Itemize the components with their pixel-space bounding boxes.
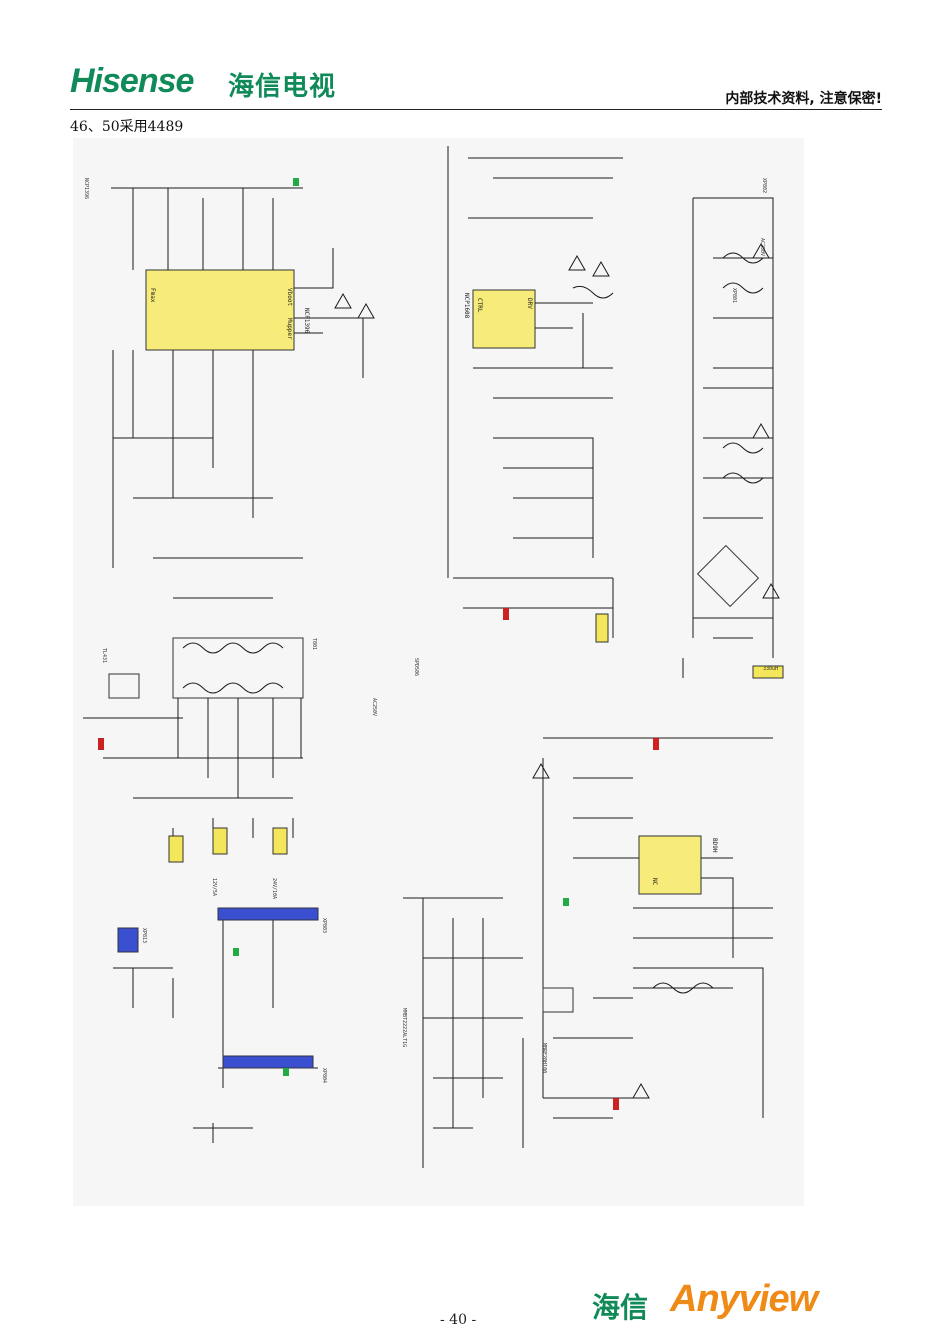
label-12v-box	[212, 827, 228, 855]
page-number: - 40 -	[440, 1312, 477, 1328]
connector-xp802	[217, 907, 319, 921]
schematic-label: AC250V	[759, 238, 765, 256]
schematic-label: 12V/5A	[211, 878, 217, 896]
footer-brand-cn: 海信	[592, 1291, 649, 1324]
chip-n875-part: BD9H	[711, 838, 718, 853]
pfc-controller-chip	[472, 289, 536, 349]
chip-n801-part: NCP1396	[303, 308, 310, 334]
schematic-label: XP801	[731, 288, 737, 303]
chip-n801-pin-3: Mupper	[286, 318, 293, 340]
schematic-label: XP802	[761, 178, 767, 193]
bridge-rectifier	[696, 544, 760, 608]
label-300v-box	[752, 665, 784, 679]
optocoupler-pc817	[542, 987, 574, 1013]
optocoupler-pc817-feedback	[108, 673, 140, 699]
label-vcc-box	[168, 835, 184, 863]
chip-n801-pin-1: Fmax	[149, 288, 156, 303]
hisense-tv-logo-cn: 海信电视	[228, 72, 337, 102]
schematic-label: SPD506	[413, 658, 419, 676]
header-divider	[70, 109, 882, 110]
footer-brand-en: Anyview	[670, 1278, 818, 1320]
power-board-schematic: NCP1396 NCP1608 BD9H Fmax Vboot Mupper C…	[73, 138, 804, 1206]
schematic-label: 24V/10A	[271, 878, 277, 899]
schematic-label: NCP1396	[83, 178, 89, 199]
schematic-label: TL431	[101, 648, 107, 663]
schematic-label: MMBT2222ALT1G	[401, 1008, 407, 1047]
chip-n801-pin-2: Vboot	[286, 288, 293, 306]
page-caption: 46、50采用4489	[70, 119, 184, 135]
chip-n811-part: NCP1608	[463, 293, 470, 319]
schematic-label: XP804	[321, 1068, 327, 1083]
llc-controller-chip	[145, 269, 295, 351]
schematic-label: XP813	[141, 928, 147, 943]
label-pfc-box	[595, 613, 609, 643]
chip-n811-pin-4: DRV	[526, 298, 533, 309]
connector-xp804	[117, 927, 139, 953]
label-24v-box	[272, 827, 288, 855]
chip-n875-pin-1: NC	[651, 878, 658, 886]
anyview-logo: 海信 Anyview	[592, 1276, 882, 1326]
confidential-notice: 内部技术资料, 注意保密!	[725, 91, 882, 107]
schematic-label: 330uH	[763, 666, 778, 672]
schematic-label: T801	[311, 638, 317, 650]
chip-n811-pin-1: CTRL	[476, 298, 483, 313]
transformer-t801	[172, 637, 304, 699]
hisense-logo: Hisense	[70, 62, 194, 100]
page-header: Hisense 海信电视 内部技术资料, 注意保密!	[70, 62, 882, 110]
schematic-label: XP803	[321, 918, 327, 933]
schematic-label: AC250V	[371, 698, 377, 716]
connector-xp803	[222, 1055, 314, 1069]
standby-controller-chip	[638, 835, 702, 895]
schematic-drawing: NCP1396 NCP1608 BD9H Fmax Vboot Mupper C…	[83, 146, 784, 1168]
schematic-label: MBRF20H100	[541, 1043, 547, 1073]
